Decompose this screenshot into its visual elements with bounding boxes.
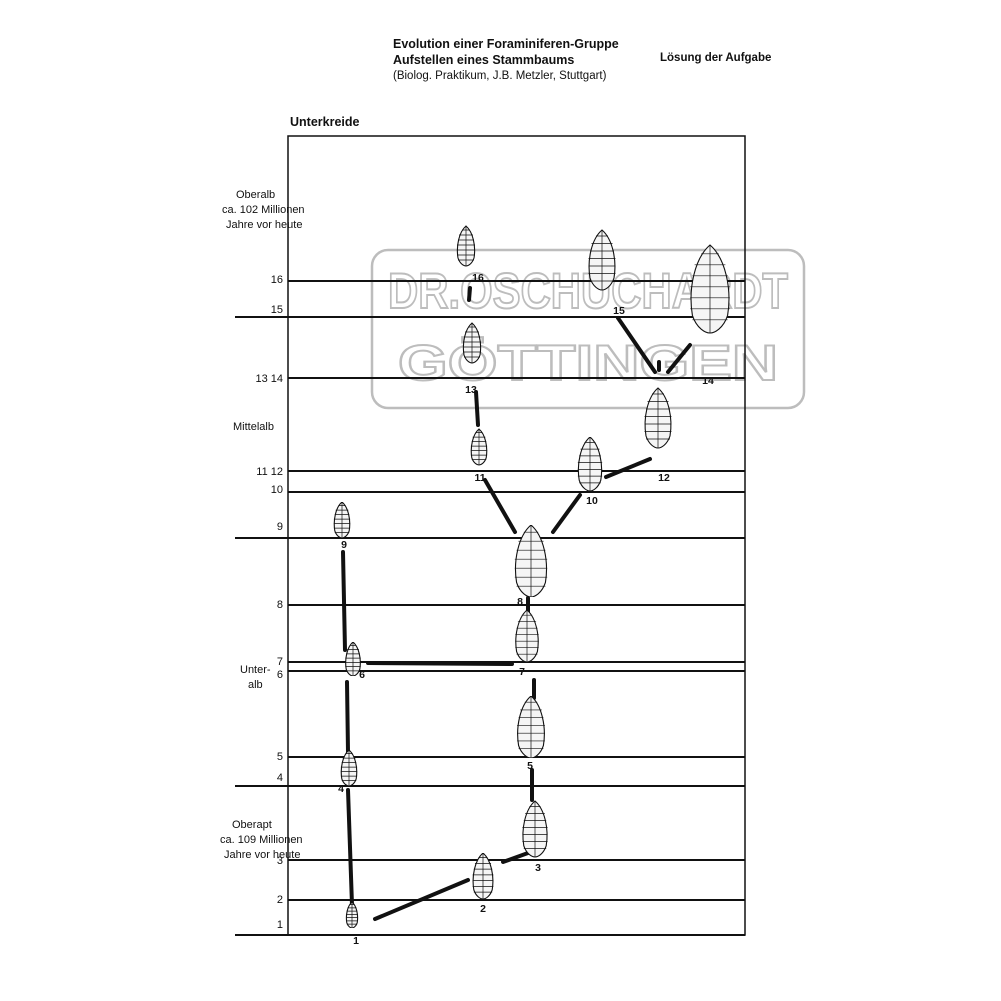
link-2-3 — [501, 851, 530, 864]
fossil-label-12: 12 — [658, 472, 670, 484]
level-label-11-12: 11 12 — [256, 466, 283, 478]
watermark-line-2: GÖTTINGEN — [398, 335, 778, 391]
time-levels — [235, 280, 745, 936]
fossil-label-14: 14 — [702, 375, 714, 387]
stage-oberapt-name: Oberapt — [232, 819, 272, 831]
fossil-label-8: 8 — [517, 596, 523, 608]
fossil-15 — [587, 228, 617, 292]
level-label-7: 7 — [276, 656, 283, 668]
fossil-3 — [521, 800, 549, 858]
fossil-11 — [470, 428, 488, 466]
fossil-12 — [643, 386, 673, 450]
fossil-14 — [690, 245, 730, 333]
fossil-4 — [340, 750, 358, 786]
level-label-8: 8 — [276, 599, 283, 611]
fossil-label-16: 16 — [472, 272, 484, 284]
stage-mittelalb-name: Mittelalb — [233, 421, 274, 433]
link-6-9 — [341, 550, 347, 652]
link-1-2 — [373, 878, 470, 921]
level-label-5: 5 — [276, 751, 283, 763]
stage-oberapt: Oberapt ca. 109 Millionen Jahre vor heut… — [220, 818, 303, 863]
level-label-2: 2 — [276, 894, 283, 906]
level-label-4: 4 — [276, 772, 283, 784]
stage-oberalb: Oberalb ca. 102 Millionen Jahre vor heut… — [222, 188, 305, 233]
stage-oberalb-name: Oberalb — [236, 189, 276, 201]
stage-unteralb-line-1: Unter- — [240, 664, 271, 676]
level-label-15: 15 — [270, 304, 283, 316]
fossil-9 — [333, 502, 351, 538]
stage-oberalb-age-1: ca. 102 Millionen — [222, 204, 305, 216]
link-10-12 — [604, 457, 652, 479]
fossil-label-2: 2 — [480, 903, 486, 915]
level-label-13-14: 13 14 — [255, 373, 283, 385]
fossil-10 — [577, 437, 603, 491]
watermark-stamp: DR.OSCHUCHARDT GÖTTINGEN — [370, 248, 806, 410]
fossil-8 — [513, 525, 549, 597]
era-label: Unterkreide — [290, 115, 360, 129]
fossil-label-3: 3 — [535, 862, 541, 874]
link-14-15 — [616, 316, 657, 374]
fossil-label-5: 5 — [527, 760, 533, 772]
stage-mittelalb: Mittelalb — [233, 420, 274, 435]
level-label-16: 16 — [270, 274, 283, 286]
fossil-7 — [514, 610, 540, 662]
fossil-label-9: 9 — [341, 539, 347, 551]
link-8-11 — [483, 478, 517, 534]
solution-label: Lösung der Aufgabe — [660, 52, 772, 64]
title-block: Evolution einer Foraminiferen-Gruppe Auf… — [393, 36, 619, 84]
level-label-10: 10 — [270, 484, 283, 496]
link-8-10 — [551, 493, 582, 534]
lineage-connections — [341, 286, 692, 921]
stage-oberapt-age-2: Jahre vor heute — [224, 849, 301, 861]
diagram-frame — [287, 135, 746, 936]
fossil-label-11: 11 — [474, 472, 485, 484]
stage-oberapt-age-1: ca. 109 Millionen — [220, 834, 303, 846]
stage-unteralb: Unter- alb — [240, 663, 271, 693]
fossil-label-7: 7 — [519, 666, 525, 678]
fossil-labels: 1 2 3 4 5 6 7 8 9 10 11 12 13 14 15 16 — [338, 272, 714, 947]
level-label-6: 6 — [276, 669, 283, 681]
fossil-label-4: 4 — [338, 783, 344, 795]
stage-unteralb-line-2: alb — [248, 679, 263, 691]
fossil-glyphs — [333, 225, 730, 928]
watermark-frame — [370, 248, 806, 410]
level-label-1: 1 — [276, 919, 283, 931]
title-line-1: Evolution einer Foraminiferen-Gruppe — [393, 37, 619, 51]
fossil-label-6: 6 — [359, 669, 365, 681]
fossil-13 — [462, 321, 482, 365]
fossil-label-1: 1 — [353, 935, 359, 947]
level-label-3: 3 — [276, 855, 283, 867]
fossil-1 — [345, 902, 359, 928]
stage-oberalb-age-2: Jahre vor heute — [226, 219, 303, 231]
link-13-16 — [467, 286, 472, 302]
link-14-14b — [666, 343, 692, 374]
link-6-7 — [366, 661, 514, 666]
level-label-9: 9 — [276, 521, 283, 533]
fossil-16 — [456, 225, 476, 267]
fossil-label-10: 10 — [586, 495, 598, 507]
fossil-5 — [516, 696, 546, 758]
fossil-label-13: 13 — [465, 384, 477, 396]
link-1-4 — [346, 788, 354, 907]
title-line-3: (Biolog. Praktikum, J.B. Metzler, Stuttg… — [393, 70, 607, 82]
fossil-label-15: 15 — [613, 305, 625, 317]
title-line-2: Aufstellen eines Stammbaums — [393, 53, 575, 67]
link-11-13 — [474, 390, 480, 427]
link-4-6 — [345, 680, 350, 754]
